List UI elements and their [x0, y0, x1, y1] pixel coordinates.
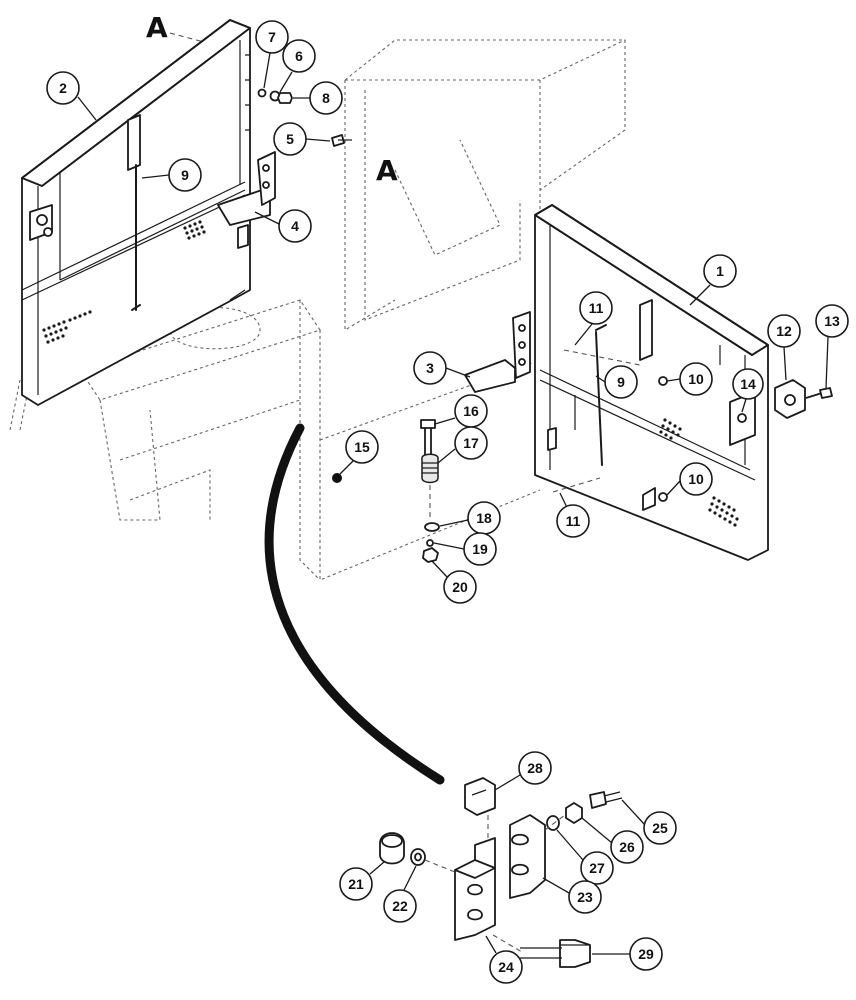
- callout-13: 13: [815, 304, 849, 389]
- svg-text:27: 27: [589, 860, 605, 876]
- callout-9-left: 9: [141, 158, 202, 192]
- callout-25: 25: [621, 799, 677, 845]
- callout-11-lower: 11: [556, 492, 590, 538]
- svg-text:5: 5: [286, 131, 294, 147]
- callout-8: 8: [293, 81, 343, 115]
- callout-26: 26: [581, 817, 644, 864]
- callout-6: 6: [279, 39, 316, 93]
- hinge-left: [217, 151, 276, 249]
- svg-text:4: 4: [291, 218, 299, 234]
- svg-text:23: 23: [577, 889, 593, 905]
- svg-text:10: 10: [688, 471, 704, 487]
- svg-text:6: 6: [295, 48, 303, 64]
- svg-text:12: 12: [776, 323, 792, 339]
- washer-upper: [658, 376, 668, 386]
- callout-11-upper: 11: [574, 291, 613, 346]
- svg-text:13: 13: [824, 313, 840, 329]
- callout-15: 15: [339, 430, 379, 475]
- callout-18: 16: [434, 394, 488, 428]
- svg-text:20: 20: [452, 579, 468, 595]
- callout-24: 24: [485, 935, 523, 984]
- callout-1: 1: [689, 254, 737, 306]
- svg-text:26: 26: [619, 839, 635, 855]
- svg-text:11: 11: [566, 513, 581, 529]
- section-marker-a-left: A: [146, 11, 168, 44]
- callout-7: 7: [255, 20, 289, 89]
- bumper-stack: [420, 419, 440, 563]
- svg-text:7: 7: [268, 29, 276, 45]
- callout-17: 21: [339, 861, 385, 901]
- svg-text:14: 14: [740, 376, 756, 392]
- detail-pointer: [264, 423, 445, 785]
- svg-text:25: 25: [652, 820, 668, 836]
- callout-19: 17: [437, 426, 488, 464]
- svg-text:2: 2: [59, 80, 67, 96]
- callout-21: 19: [433, 532, 497, 566]
- callout-9-right: 9: [595, 365, 638, 399]
- center-line-upper: [563, 349, 641, 366]
- callout-12: 12: [767, 314, 801, 381]
- svg-text:16: 16: [463, 403, 479, 419]
- plug: [332, 473, 342, 483]
- svg-text:11: 11: [589, 300, 604, 316]
- svg-text:19: 19: [472, 541, 488, 557]
- washer-lower: [658, 492, 668, 502]
- callout-20: 18: [439, 501, 501, 535]
- callout-27: 27: [556, 829, 614, 885]
- left-door-panel: [21, 19, 251, 406]
- hinge-right: [464, 311, 531, 393]
- svg-text:22: 22: [392, 898, 408, 914]
- callout-22: 20: [431, 560, 477, 604]
- svg-text:3: 3: [426, 360, 434, 376]
- callout-labels: 2 7 6 8 5 9 4 1 11 12 13 3 10 14 9 16 15…: [46, 20, 849, 984]
- callout-4: 4: [254, 209, 312, 243]
- center-line-lower: [552, 477, 601, 493]
- callout-3: 3: [413, 351, 471, 385]
- svg-text:17: 17: [463, 435, 479, 451]
- svg-text:10: 10: [688, 371, 704, 387]
- callout-2: 2: [46, 71, 97, 121]
- callout-10-upper: 10: [666, 362, 713, 396]
- svg-text:28: 28: [527, 760, 543, 776]
- callout-28: 28: [494, 751, 552, 791]
- svg-text:9: 9: [617, 374, 625, 390]
- svg-text:9: 9: [181, 167, 189, 183]
- callout-10-lower: 10: [666, 462, 713, 496]
- svg-text:29: 29: [638, 946, 654, 962]
- detail-assembly: [379, 777, 623, 968]
- callout-5: 5: [273, 122, 331, 156]
- hinge-fasteners: [257, 88, 352, 147]
- svg-text:18: 18: [476, 510, 492, 526]
- svg-text:8: 8: [322, 90, 330, 106]
- latch-assembly: [774, 379, 833, 419]
- callout-14: 14: [732, 368, 764, 413]
- svg-text:21: 21: [348, 876, 364, 892]
- callout-16: 22: [383, 865, 417, 923]
- section-marker-a-right: A: [376, 154, 398, 187]
- callout-29: 29: [592, 937, 663, 971]
- callout-23: 23: [542, 877, 602, 914]
- svg-text:1: 1: [716, 263, 724, 279]
- svg-text:24: 24: [498, 959, 514, 975]
- svg-text:15: 15: [354, 439, 370, 455]
